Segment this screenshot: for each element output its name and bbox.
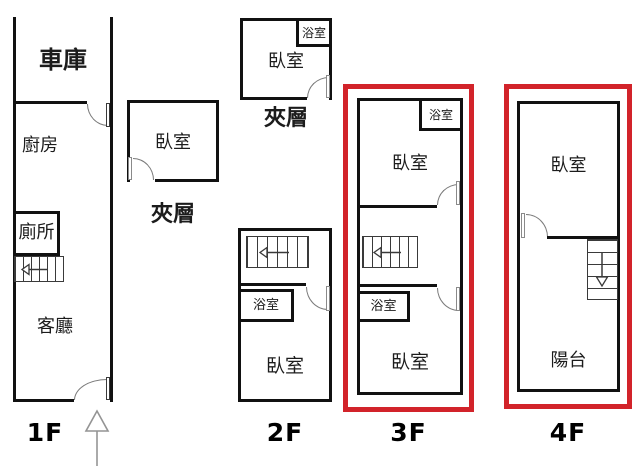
1f-toilet-label: 廁所 bbox=[18, 222, 55, 243]
mezz2-bathroom-label: 浴室 bbox=[301, 26, 326, 40]
3f-upper-wall bbox=[357, 205, 437, 208]
3f-bedroom-upper-label: 臥室 bbox=[392, 153, 428, 174]
2f-mid-wall bbox=[238, 283, 306, 286]
1f-kitchen-label: 廚房 bbox=[22, 135, 58, 156]
4f-mid-wall bbox=[547, 236, 620, 239]
mezz1-room bbox=[127, 100, 219, 182]
4f-highlight-box bbox=[504, 84, 632, 409]
3f-bathroom-upper bbox=[419, 101, 460, 131]
4f-door-leaf bbox=[521, 213, 525, 238]
1f-kitchen-door-arc bbox=[87, 104, 108, 126]
2f-outline bbox=[238, 228, 332, 402]
mezz1-floor-label: 夾層 bbox=[150, 202, 195, 227]
1f-staircase bbox=[14, 256, 64, 282]
4f-staircase bbox=[587, 239, 618, 300]
1f-kitchen-wall bbox=[13, 101, 87, 104]
4f-floor-label: 4F bbox=[549, 418, 587, 447]
mezz1-bedroom-label: 臥室 bbox=[155, 132, 191, 153]
2f-bathroom bbox=[241, 289, 294, 322]
mezz2-bathroom bbox=[296, 21, 329, 47]
2f-floor-label: 2F bbox=[266, 418, 304, 447]
1f-left-wall bbox=[13, 17, 16, 402]
3f-highlight-box bbox=[343, 84, 474, 412]
1f-right-wall bbox=[110, 17, 113, 402]
mezz2-door-leaf bbox=[326, 75, 330, 98]
mezz2-bottom-wall bbox=[240, 97, 307, 100]
2f-staircase bbox=[246, 236, 309, 268]
1f-kitchen-door-leaf bbox=[106, 103, 110, 127]
3f-lower-wall bbox=[357, 284, 437, 287]
3f-upper-door-leaf bbox=[456, 181, 460, 205]
entrance-arrow-icon bbox=[84, 409, 110, 466]
1f-stairs-direction-arrow bbox=[20, 263, 48, 276]
3f-lower-door-leaf bbox=[456, 287, 460, 311]
1f-floor-label: 1F bbox=[26, 418, 64, 447]
2f-bedroom-label: 臥室 bbox=[265, 355, 304, 377]
1f-entry-door-leaf bbox=[106, 377, 110, 400]
mezz2-room bbox=[240, 18, 332, 100]
1f-toilet-room bbox=[13, 211, 60, 256]
3f-staircase bbox=[362, 236, 418, 268]
mezz1-door-leaf bbox=[128, 157, 132, 180]
4f-outline bbox=[517, 101, 620, 392]
3f-outline bbox=[357, 98, 463, 395]
2f-door-leaf bbox=[326, 286, 330, 311]
mezz1-bottom-wall bbox=[155, 179, 219, 182]
1f-bottom-wall bbox=[13, 399, 74, 402]
3f-bathroom-lower bbox=[360, 291, 410, 322]
1f-entry-door-arc bbox=[74, 379, 107, 400]
1f-living-room-label: 客廳 bbox=[37, 316, 73, 337]
2f-stairs-direction-arrow bbox=[258, 246, 289, 259]
3f-bathroom-upper-label: 浴室 bbox=[428, 108, 453, 122]
mezz2-bedroom-label: 臥室 bbox=[268, 51, 304, 72]
4f-bedroom-label: 臥室 bbox=[550, 155, 587, 176]
3f-bedroom-lower-label: 臥室 bbox=[390, 351, 429, 373]
2f-bathroom-label: 浴室 bbox=[252, 298, 279, 313]
3f-bathroom-lower-label: 浴室 bbox=[370, 299, 397, 314]
3f-stairs-direction-arrow bbox=[372, 246, 401, 259]
4f-stairs-direction-arrow bbox=[595, 252, 609, 288]
3f-floor-label: 3F bbox=[390, 418, 427, 447]
mezz2-floor-label: 夾層 bbox=[263, 106, 308, 131]
4f-balcony-label: 陽台 bbox=[550, 350, 587, 371]
1f-garage-label: 車庫 bbox=[39, 46, 87, 74]
